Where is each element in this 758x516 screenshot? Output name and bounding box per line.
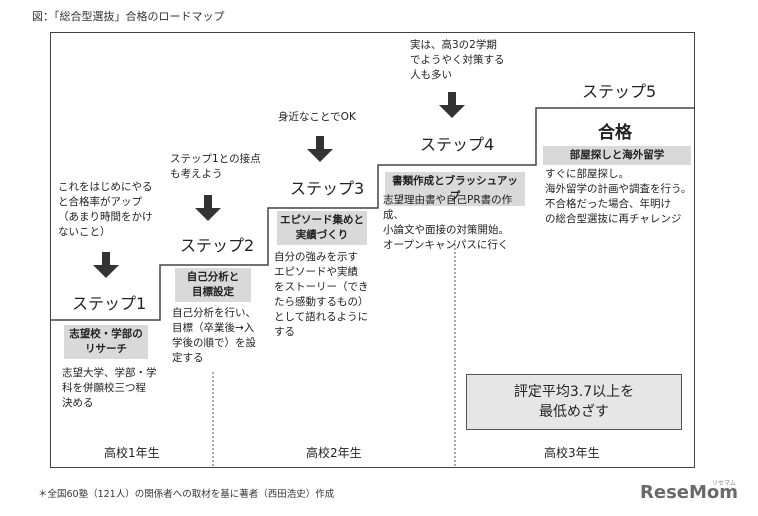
- step1-tag: 志望校・学部の リサーチ: [64, 325, 148, 359]
- arrow-down-icon: [439, 92, 465, 118]
- step2-label: ステップ2: [180, 236, 255, 255]
- step4-note: 実は、高3の2学期 でようやく対策する 人も多い: [410, 39, 505, 81]
- year-label-2: 高校2年生: [306, 446, 362, 460]
- step5-body: すぐに部屋探し。 海外留学の計画や調査を行う。 不合格だった場合、年明け の総合…: [545, 168, 692, 225]
- roadmap-frame: [50, 32, 695, 468]
- step1-label: ステップ1: [72, 294, 147, 313]
- step5-tag: 部屋探しと海外留学: [543, 146, 691, 165]
- step2-note: ステップ1との接点 も考えよう: [170, 153, 261, 180]
- arrow-down-icon: [307, 136, 333, 162]
- resemom-logo: ReseMom: [640, 482, 739, 503]
- step3-note: 身近なことでOK: [278, 111, 356, 123]
- step4-tag: 書類作成とブラッシュアップ: [385, 172, 525, 206]
- footnote: ＊全国60塾（121人）の関係者への取材を基に著者（西田浩史）作成: [38, 489, 335, 500]
- arrow-down-icon: [93, 252, 119, 278]
- year-label-3: 高校3年生: [544, 446, 600, 460]
- step2-tag: 自己分析と 目標設定: [175, 268, 251, 302]
- grade-goal-box: 評定平均3.7以上を 最低めざす: [466, 374, 682, 430]
- step2-body: 自己分析を行い、 目標（卒業後→入 学後の順で）を設 定する: [172, 307, 256, 364]
- step1-note: これをはじめにやる と合格率がアップ （あまり時間をかけ ないこと）: [58, 181, 153, 238]
- resemom-logo-sub: リセマム: [712, 480, 737, 487]
- step3-label: ステップ3: [290, 179, 365, 198]
- step1-body: 志望大学、学部・学 科を併願校三つ程 決める: [62, 367, 157, 409]
- year-label-1: 高校1年生: [104, 446, 160, 460]
- step5-title: 合格: [598, 123, 632, 143]
- arrow-down-icon: [195, 195, 221, 221]
- step3-body: 自分の強みを示す エピソードや実績 をストーリー（でき たら感動するもの） とし…: [274, 251, 369, 338]
- step4-label: ステップ4: [420, 135, 495, 154]
- staircase-line: [51, 107, 694, 321]
- figure-caption: 図：「総合型選抜」合格のロードマップ: [32, 10, 225, 23]
- step3-tag: エピソード集めと 実績づくり: [277, 211, 367, 245]
- step5-label: ステップ5: [582, 82, 657, 101]
- step4-body: 志望理由書や自己PR書の作成、 小論文や面接の対策開始。 オープンキャンパスに行…: [383, 194, 513, 251]
